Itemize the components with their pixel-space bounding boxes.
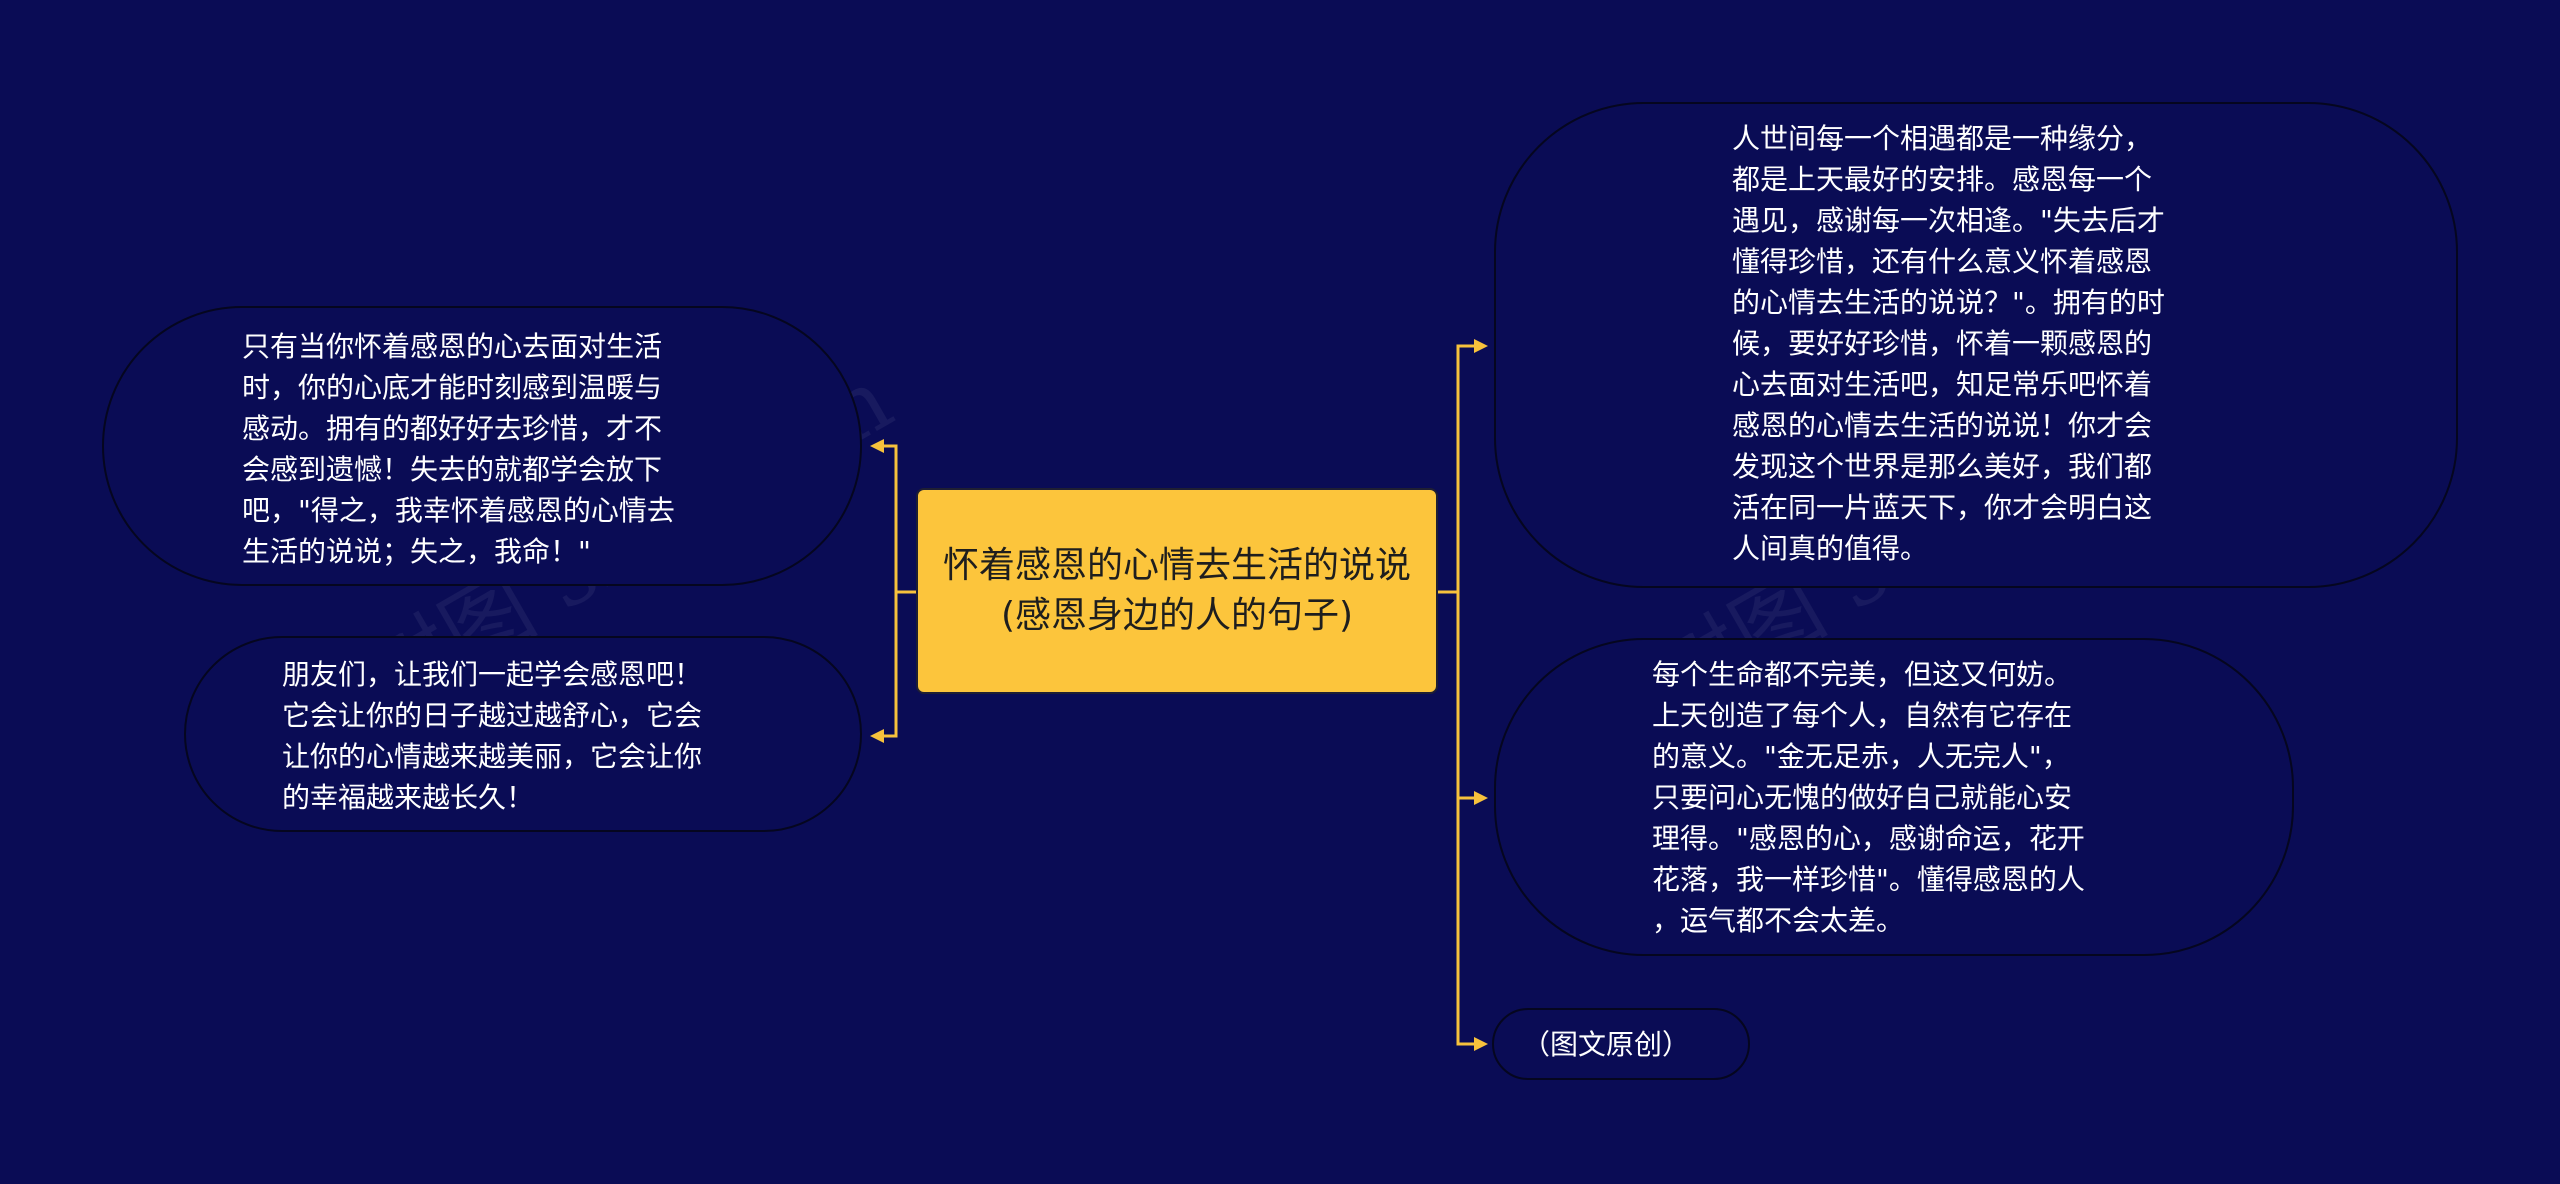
left-topic-node-2[interactable]: 朋友们，让我们一起学会感恩吧！ 它会让你的日子越过越舒心，它会 让你的心情越来越… (184, 636, 862, 832)
arrow-head-left-1 (870, 439, 884, 453)
arrow-head-right-1 (1474, 339, 1488, 353)
right-topic-node-2[interactable]: 每个生命都不完美，但这又何妨。 上天创造了每个人，自然有它存在 的意义。"金无足… (1494, 638, 2294, 956)
arrow-head-right-3 (1474, 1037, 1488, 1051)
arrow-head-right-2 (1474, 791, 1488, 805)
left-topic-node-1[interactable]: 只有当你怀着感恩的心去面对生活 时，你的心底才能时刻感到温暖与 感动。拥有的都好… (102, 306, 862, 586)
center-topic-text: 怀着感恩的心情去生活的说说(感恩身边的人的句子) (942, 545, 1411, 636)
left-topic-text-1: 只有当你怀着感恩的心去面对生活 时，你的心底才能时刻感到温暖与 感动。拥有的都好… (242, 330, 675, 568)
center-topic-node[interactable]: 怀着感恩的心情去生活的说说(感恩身边的人的句子) (916, 488, 1438, 694)
right-topic-text-2: 每个生命都不完美，但这又何妨。 上天创造了每个人，自然有它存在 的意义。"金无足… (1652, 658, 2085, 937)
connector-trunk-left (884, 444, 916, 738)
arrow-head-left-2 (870, 729, 884, 743)
connector-trunk-right (1438, 344, 1474, 1046)
right-topic-text-1: 人世间每一个相遇都是一种缘分， 都是上天最好的安排。感恩每一个 遇见，感谢每一次… (1732, 122, 2165, 565)
right-topic-node-3[interactable]: （图文原创） (1492, 1008, 1750, 1080)
left-topic-text-2: 朋友们，让我们一起学会感恩吧！ 它会让你的日子越过越舒心，它会 让你的心情越来越… (282, 658, 703, 814)
right-topic-node-1[interactable]: 人世间每一个相遇都是一种缘分， 都是上天最好的安排。感恩每一个 遇见，感谢每一次… (1494, 102, 2458, 588)
right-topic-text-3: （图文原创） (1522, 1028, 1691, 1061)
